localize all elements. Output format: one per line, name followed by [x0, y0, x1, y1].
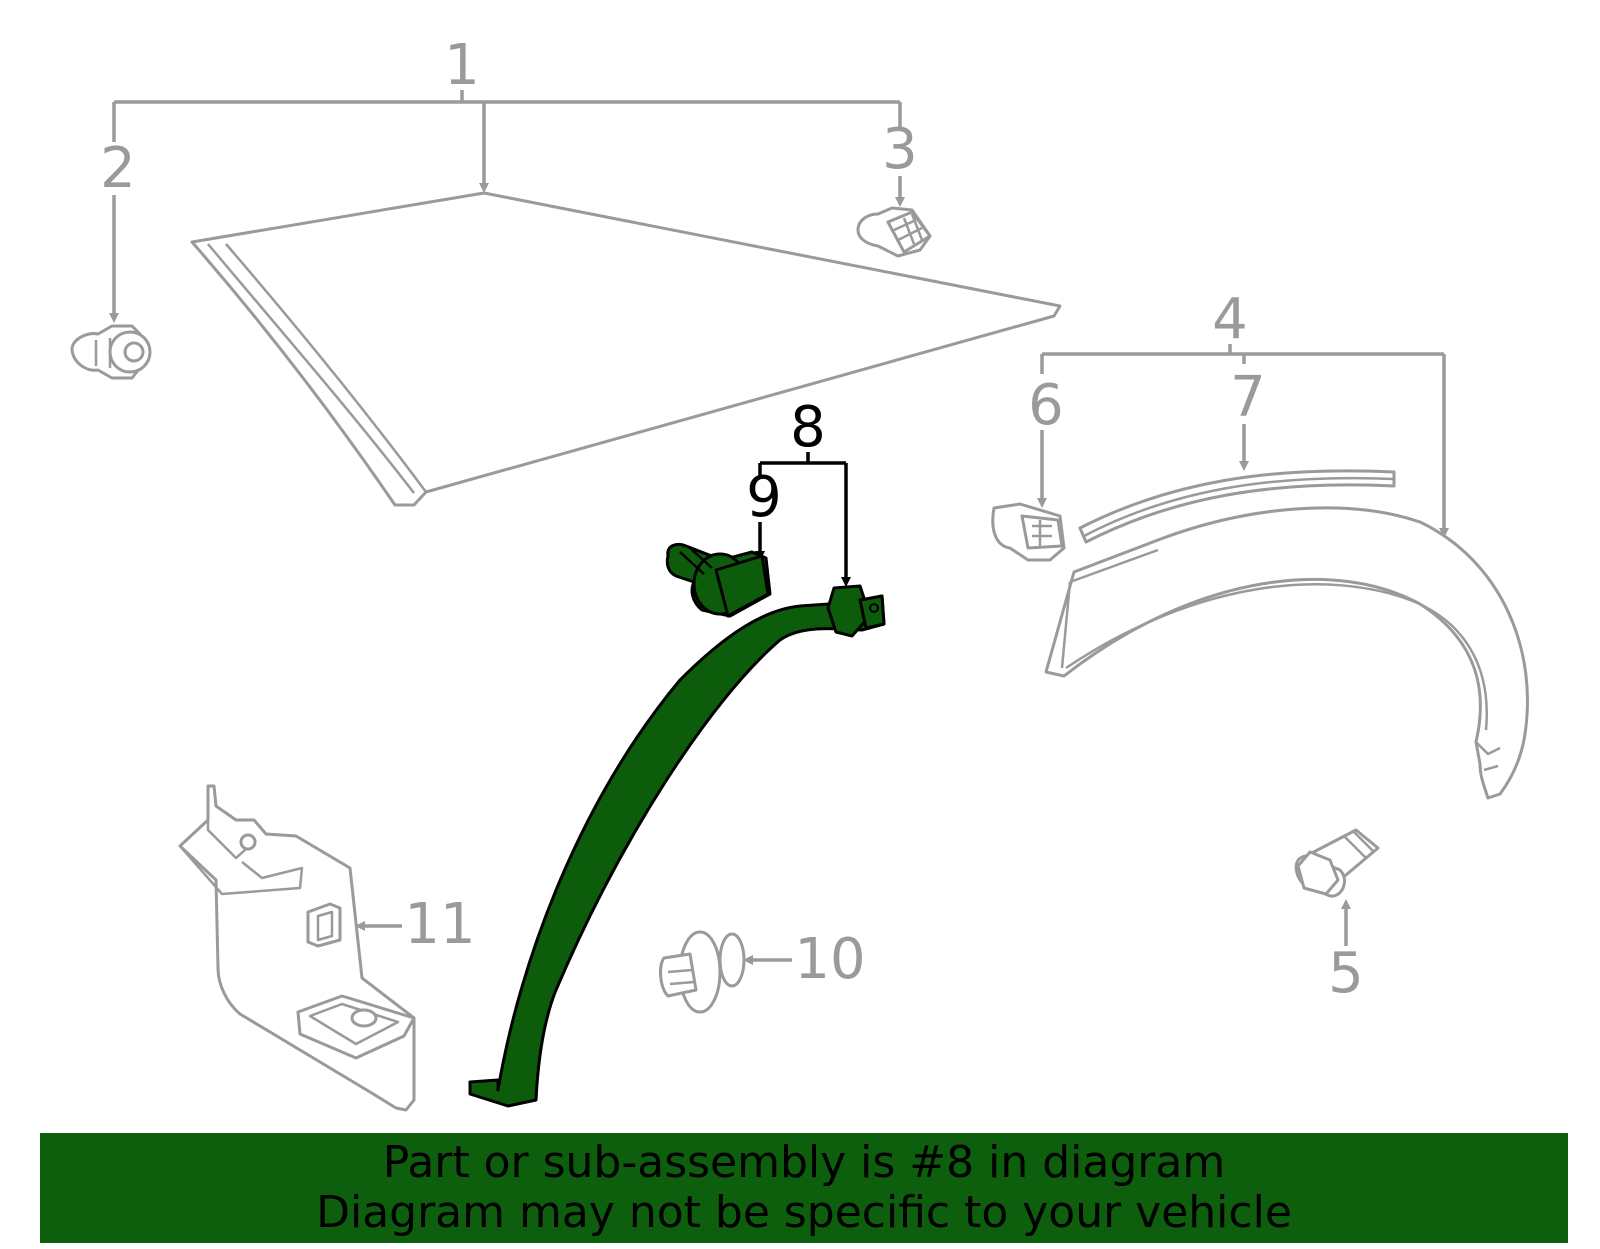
callout-label-10: 10: [794, 927, 865, 992]
callout-group-5: 5: [1328, 899, 1364, 1006]
part-4-arch-molding: [1044, 506, 1529, 800]
part-11-lower-liner: [178, 784, 416, 1112]
callout-label-2: 2: [100, 136, 136, 201]
callout-label-3: 3: [882, 117, 918, 182]
callout-group-1: 1 2 3: [100, 33, 918, 323]
callout-group-10: 10: [743, 927, 866, 992]
banner-line-2: Diagram may not be specific to your vehi…: [316, 1187, 1292, 1238]
info-banner: Part or sub-assembly is #8 in diagram Di…: [40, 1133, 1568, 1243]
callout-label-9: 9: [746, 465, 782, 530]
callout-label-7: 7: [1230, 365, 1266, 430]
part-1-panel: [190, 191, 1062, 507]
part-5-bolt: [1294, 828, 1380, 898]
callout-label-1: 1: [444, 33, 480, 98]
part-2-clip: [70, 324, 152, 380]
part-10-push-clip: [659, 930, 746, 1014]
part-9-clip-highlighted: [665, 542, 772, 618]
callout-group-4: 4 6 7: [1028, 287, 1449, 538]
callout-label-4: 4: [1212, 287, 1248, 352]
part-3-clip: [856, 206, 932, 258]
callout-group-11: 11: [355, 892, 476, 957]
part-6-clip: [991, 502, 1066, 562]
part-8-garnish-highlighted: [468, 584, 886, 1108]
callout-group-8: 8 9: [746, 395, 851, 587]
part-7-molding-strip: [1078, 469, 1396, 544]
banner-line-1: Part or sub-assembly is #8 in diagram: [382, 1137, 1226, 1188]
callout-label-8: 8: [790, 395, 826, 460]
callout-label-11: 11: [404, 892, 475, 957]
callout-label-5: 5: [1328, 941, 1364, 1006]
callout-label-6: 6: [1028, 373, 1064, 438]
